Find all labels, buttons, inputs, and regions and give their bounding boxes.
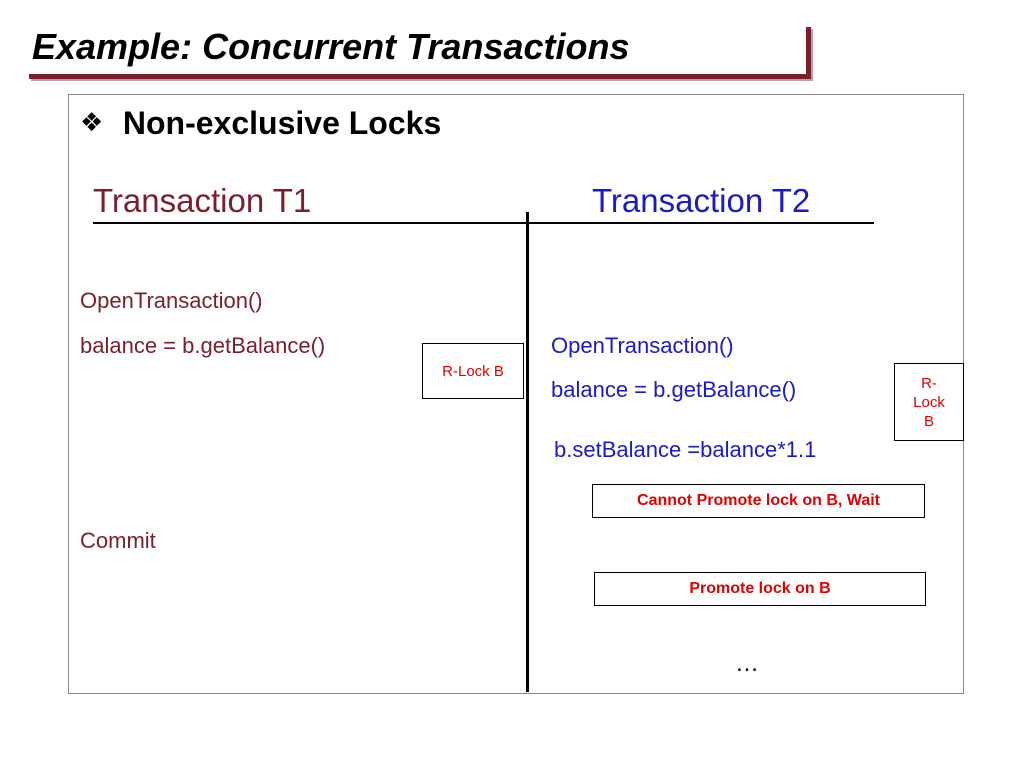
header-underline xyxy=(93,222,874,224)
t2-set-balance: b.setBalance =balance*1.1 xyxy=(554,437,817,462)
promote-note: Promote lock on B xyxy=(594,572,926,606)
bullet-heading: ❖ Non-exclusive Locks xyxy=(80,105,441,142)
column-divider xyxy=(526,212,529,692)
t2-read-lock: R- Lock B xyxy=(894,363,964,441)
four-diamond-icon: ❖ xyxy=(80,107,104,137)
t2-header: Transaction T2 xyxy=(592,182,811,219)
t1-get-balance: balance = b.getBalance() xyxy=(80,333,326,358)
t2-read-lock-line1: R- xyxy=(921,374,937,392)
t1-read-lock: R-Lock B xyxy=(422,343,524,399)
t2-read-lock-line2: Lock xyxy=(913,393,945,411)
t2-get-balance: balance = b.getBalance() xyxy=(551,377,797,402)
continuation-ellipsis: … xyxy=(735,650,759,677)
t2-read-lock-line3: B xyxy=(923,412,934,430)
wait-note: Cannot Promote lock on B, Wait xyxy=(592,484,925,518)
t1-read-lock-label: R-Lock B xyxy=(442,362,504,380)
t1-header: Transaction T1 xyxy=(93,182,312,219)
t1-commit: Commit xyxy=(80,528,156,553)
bullet-text: Non-exclusive Locks xyxy=(122,105,442,141)
t2-open-transaction: OpenTransaction() xyxy=(551,333,734,358)
slide-title: Example: Concurrent Transactions xyxy=(32,26,630,67)
t1-open-transaction: OpenTransaction() xyxy=(80,288,263,313)
title-bar: Example: Concurrent Transactions xyxy=(24,22,806,74)
